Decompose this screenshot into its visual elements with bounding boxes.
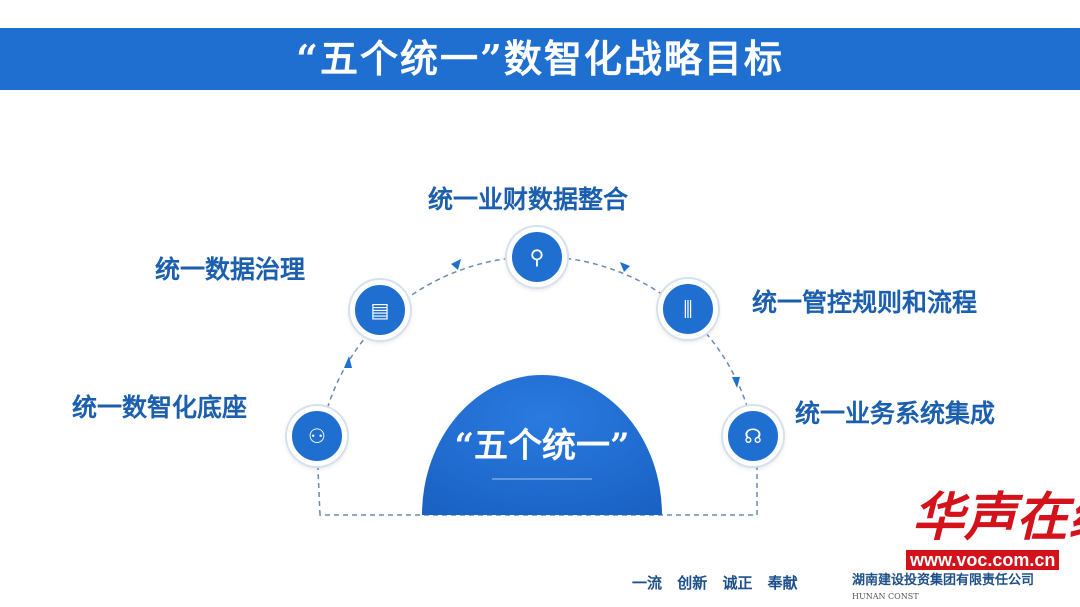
head-idea-icon: ☊ (723, 406, 783, 466)
label-finance-integration: 统一业财数据整合 (428, 185, 629, 214)
sliders-icon: ⫼ (658, 279, 718, 339)
label-control-rules: 统一管控规则和流程 (752, 288, 978, 317)
title-bar: “五个统一”数智化战略目标 (0, 28, 1080, 90)
label-data-governance: 统一数据治理 (155, 255, 306, 284)
arrow-icon (344, 356, 352, 368)
watermark-logo: 华声在线 (912, 487, 1080, 548)
card-check-icon: ▤ (350, 280, 410, 340)
label-data-foundation: 统一数智化底座 (72, 393, 248, 422)
arrow-icon (620, 262, 630, 272)
watermark-url: www.voc.com.cn (906, 550, 1060, 570)
footer-company: 湖南建设投资集团有限责任公司 (852, 573, 1035, 588)
location-pin-icon: ⚲ (507, 227, 567, 287)
center-title: “五个统一” (454, 426, 630, 466)
label-system-integration: 统一业务系统集成 (795, 399, 996, 428)
org-chart-icon: ⚇ (287, 406, 347, 466)
footer-motto: 一流 创新 诚正 奉献 (632, 574, 798, 592)
center-dome (422, 375, 662, 515)
footer-company-en: HUNAN CONST (852, 592, 919, 601)
arrow-icon (451, 259, 461, 270)
arrow-icon (732, 377, 740, 388)
